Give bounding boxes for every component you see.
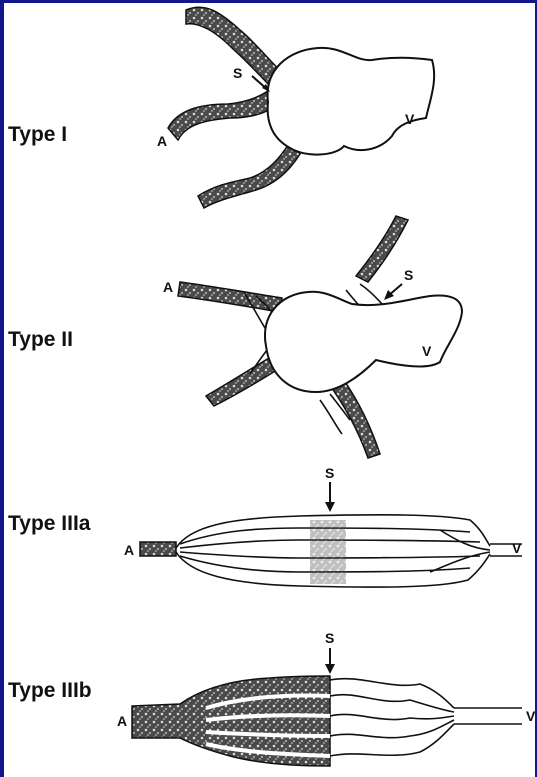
type-iiib-label: Type IIIb [8,679,92,702]
type-ii-artery-label: A [163,279,173,295]
type-ii-artery-upper-right [356,216,408,282]
type-iiia-shunt-zone [310,520,346,584]
type-ii-label: Type II [8,328,73,351]
type-iiib-arrowhead [325,664,335,674]
type-iiia-diagram [140,482,522,587]
type-i-artery-label: A [157,133,167,149]
type-i-shunt-label: S [233,65,242,81]
type-i-vein-label: V [405,111,415,127]
type-iiia-artery [140,542,176,556]
type-i-label: Type I [8,123,67,146]
type-iiib-diagram [132,648,522,766]
type-ii-artery-left [178,282,282,312]
type-iiia-artery-label: A [124,542,134,558]
type-i-diagram [168,7,434,208]
type-ii-branch-5 [360,284,384,306]
type-i-artery-mid [168,88,278,140]
type-iiia-vein-label: V [512,540,522,556]
type-iiib-vein-label: V [526,708,536,724]
type-i-artery-low [198,142,300,208]
type-iiib-channel-4 [330,720,454,738]
type-iiib-artery [132,676,330,766]
type-iiia-label: Type IIIa [8,512,91,535]
type-ii-shunt-label: S [404,267,413,283]
type-ii-vein-sac [265,292,462,392]
type-i-vein-sac [268,48,435,155]
type-iiia-shunt-label: S [325,465,334,481]
type-iiib-channel-1 [330,679,454,708]
type-iiib-channel-3 [330,714,454,719]
type-iiib-channel-2 [330,695,454,712]
type-iiia-arrowhead [325,502,335,512]
type-iiib-artery-label: A [117,713,127,729]
type-ii-diagram [178,216,462,458]
type-iiib-shunt-label: S [325,630,334,646]
type-ii-vein-label: V [422,343,432,359]
